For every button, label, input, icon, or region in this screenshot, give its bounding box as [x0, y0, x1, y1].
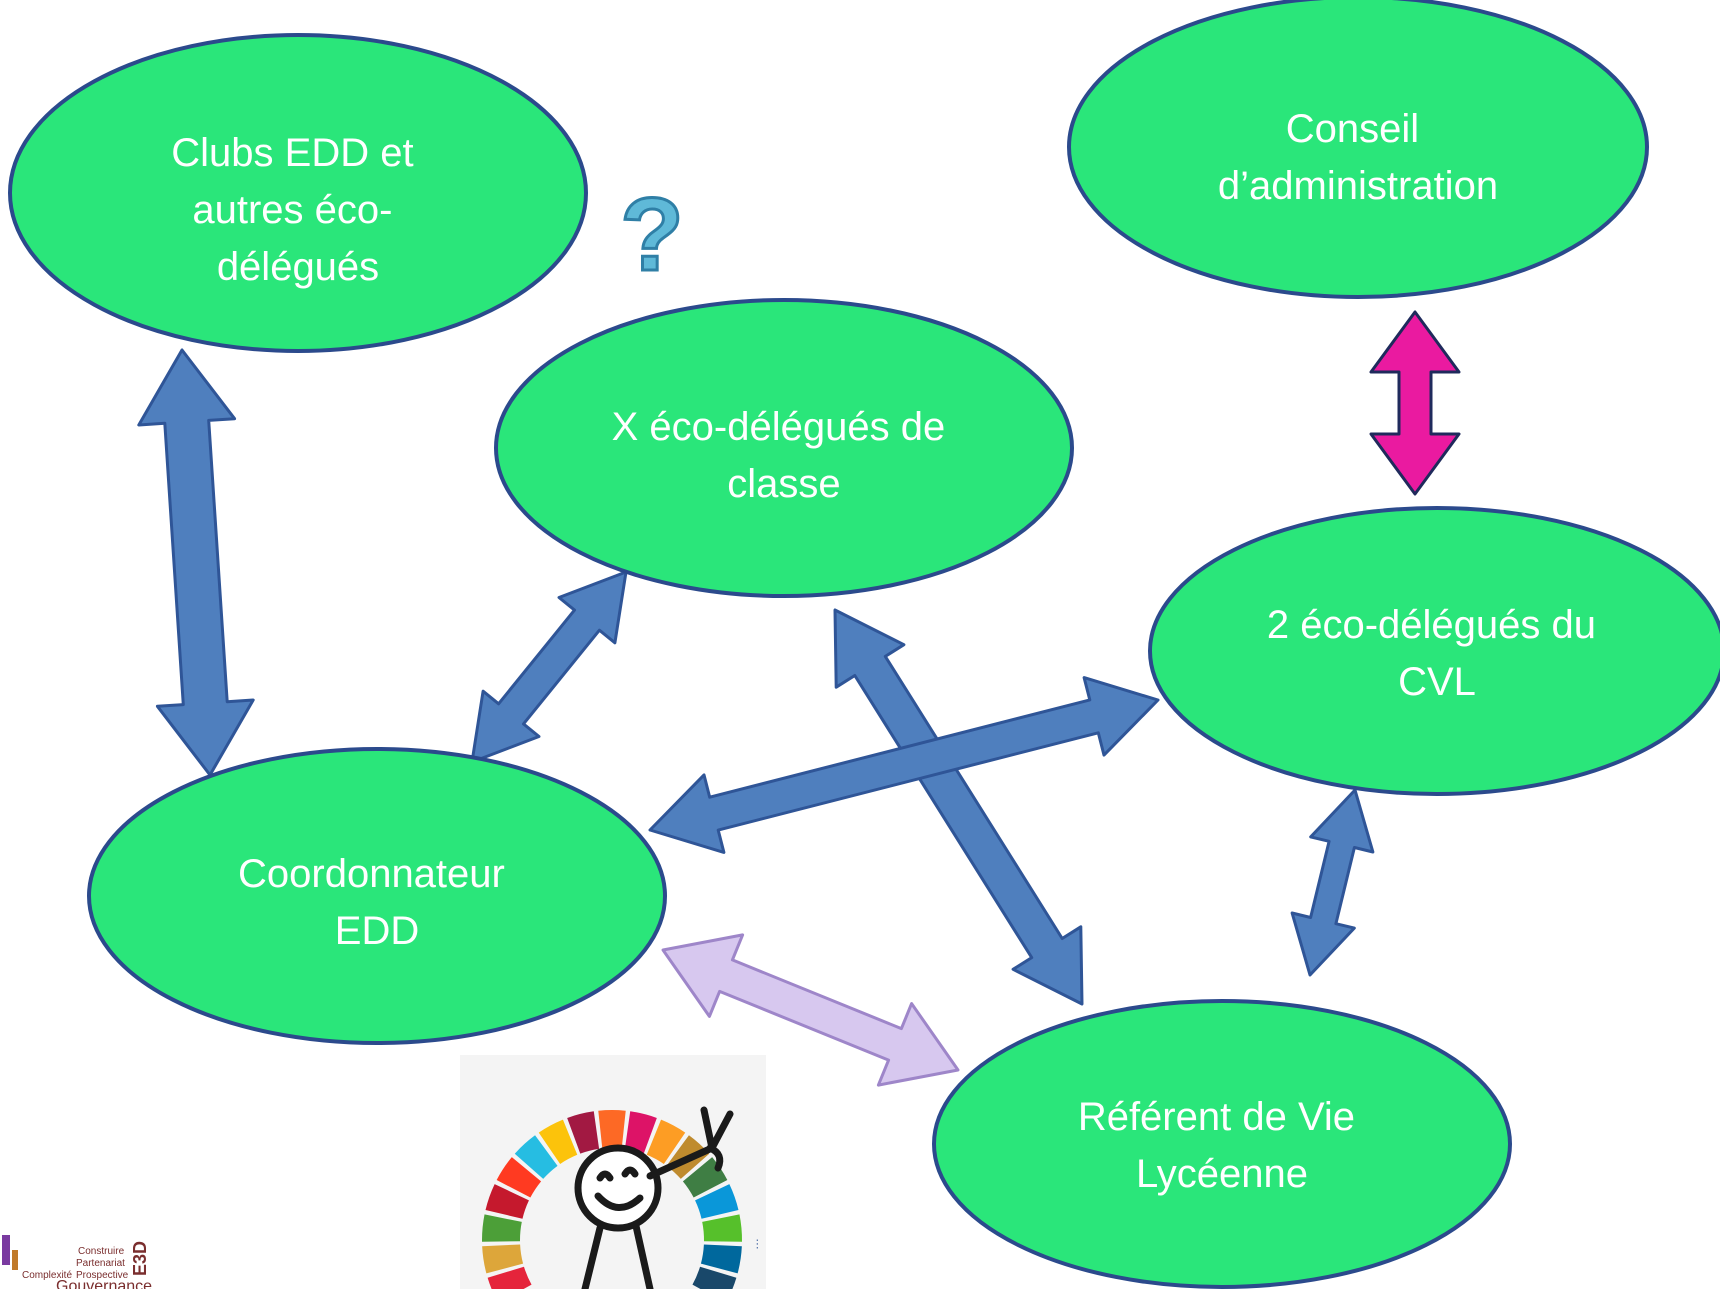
word-construire: Construire — [78, 1246, 125, 1257]
node-cvl-line-1: 2 éco-délégués du — [1267, 603, 1596, 647]
sdg-wheel-segment — [646, 1119, 686, 1164]
node-conseil-line-2: d’administration — [1218, 164, 1498, 208]
arrow-cvl-referent — [1290, 788, 1375, 977]
arrow-clubs-coordonnateur — [137, 348, 255, 777]
svg-text:…: … — [747, 1238, 761, 1250]
sdg-wheel-segment — [598, 1110, 626, 1149]
node-referent-line-1: Référent de Vie — [1078, 1095, 1355, 1139]
e3d-word-cloud-logo: Construire Partenariat Complexité Prospe… — [2, 1235, 152, 1289]
word-gouvernance: Gouvernance — [56, 1278, 152, 1289]
node-classe-line-1: X éco-délégués de — [612, 405, 946, 449]
svg-text:Conseil d’administration: Conseil d’administration — [1218, 107, 1498, 208]
sdg-wheel-segment — [485, 1184, 529, 1219]
sdg-wheel-segment — [496, 1157, 542, 1198]
arrow-classe-referent — [833, 608, 1084, 1006]
node-conseil-administration: Conseil d’administration — [1067, 0, 1649, 299]
sdg-wheel-segment — [487, 1266, 532, 1289]
svg-text:Coordonnateur EDD: Coordonnateur EDD — [238, 852, 516, 953]
sdg-wheel-segment — [702, 1214, 742, 1242]
arrow-coordonnateur-cvl — [648, 676, 1160, 854]
node-referent-vie-lyceenne: Référent de Vie Lycéenne — [932, 999, 1512, 1289]
question-mark-icon: ? — [620, 177, 684, 293]
arrow-classe-coordonnateur — [470, 570, 628, 764]
sdg-wheel-segment — [700, 1244, 742, 1274]
sdg-color-wheel — [481, 1110, 742, 1289]
svg-text:Clubs EDD et autres éco-: Clubs EDD et autres éco- délégués — [171, 131, 424, 289]
word-complexite: Complexité — [22, 1270, 72, 1281]
arrow-conseil-cvl — [1369, 310, 1461, 496]
node-clubs-line-2: autres éco- — [192, 188, 392, 232]
sdg-wheel-segment — [692, 1266, 737, 1289]
sdg-wheel-segment — [482, 1244, 524, 1274]
word-prospective: Prospective — [76, 1270, 129, 1281]
node-classe-line-2: classe — [727, 462, 840, 506]
node-cvl-line-2: CVL — [1398, 660, 1476, 704]
svg-text:2 éco-délégués du CVL: 2 éco-délégués du CVL — [1267, 603, 1607, 704]
node-coordonnateur-line-1: Coordonnateur — [238, 852, 505, 896]
sdg-wheel-illustration: … — [460, 1055, 766, 1289]
svg-text:X éco-délégués de classe: X éco-délégués de classe — [612, 405, 957, 506]
word-e3d: E3D — [130, 1241, 150, 1276]
arrows-layer — [137, 310, 1461, 1087]
node-clubs-line-3: délégués — [217, 245, 379, 289]
node-clubs-edd: Clubs EDD et autres éco- délégués — [8, 33, 588, 353]
node-eco-delegues-cvl: 2 éco-délégués du CVL — [1148, 506, 1720, 796]
word-partenariat: Partenariat — [76, 1258, 125, 1269]
node-referent-line-2: Lycéenne — [1136, 1152, 1308, 1196]
node-coordonnateur-line-2: EDD — [335, 909, 419, 953]
sdg-wheel-segment — [624, 1111, 657, 1154]
smiley-character — [574, 1106, 734, 1289]
svg-text:Référent de Vie Lycéenne: Référent de Vie Lycéenne — [1078, 1095, 1366, 1196]
node-eco-delegues-classe: X éco-délégués de classe — [494, 298, 1074, 598]
sdg-wheel-segment — [695, 1184, 739, 1219]
node-clubs-line-1: Clubs EDD et — [171, 131, 413, 175]
node-conseil-line-1: Conseil — [1286, 107, 1419, 151]
sdg-wheel-segment — [481, 1214, 522, 1242]
node-coordonnateur-edd: Coordonnateur EDD — [87, 747, 667, 1045]
sdg-wheel-segment — [538, 1119, 578, 1164]
arrow-coordonnateur-referent — [661, 933, 960, 1087]
sdg-wheel-segment — [567, 1111, 600, 1154]
sdg-wheel-segment — [514, 1135, 558, 1179]
